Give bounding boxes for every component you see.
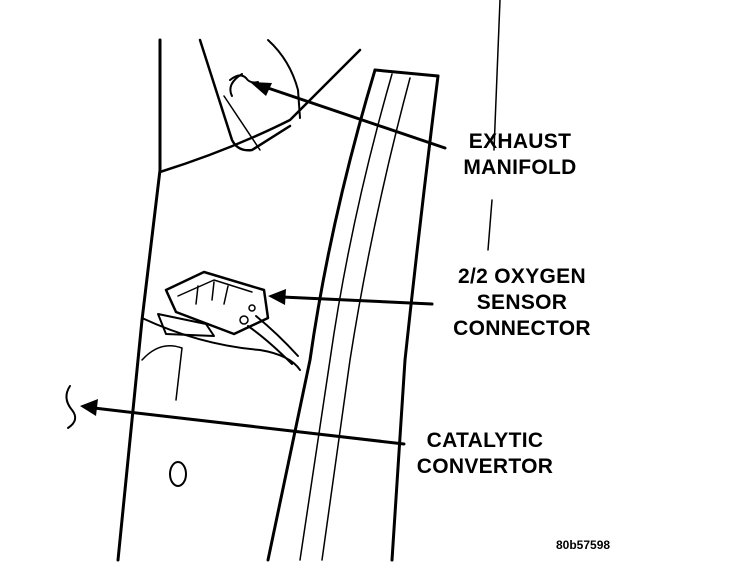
arrowhead-catalytic-convertor xyxy=(80,399,98,416)
oxygen-sensor-label-line2: SENSOR xyxy=(432,290,612,316)
arrowhead-exhaust-manifold xyxy=(250,82,272,96)
arrow-oxygen-sensor xyxy=(282,297,432,304)
figure-id: 80b57598 xyxy=(556,538,610,552)
arrow-catalytic-convertor xyxy=(94,408,404,444)
exhaust-manifold-label: EXHAUST MANIFOLD xyxy=(440,129,600,181)
oxygen-sensor-connector xyxy=(158,272,298,364)
break-mark-catalytic xyxy=(66,386,75,428)
arrow-exhaust-manifold xyxy=(262,86,445,148)
catalytic-convertor-label-line1: CATALYTIC xyxy=(400,428,570,454)
exhaust-manifold-label-line2: MANIFOLD xyxy=(440,155,600,181)
oxygen-sensor-connector-label: 2/2 OXYGEN SENSOR CONNECTOR xyxy=(432,264,612,342)
arrowhead-oxygen-sensor xyxy=(268,289,286,305)
oxygen-sensor-label-line3: CONNECTOR xyxy=(432,316,612,342)
catalytic-convertor-label-line2: CONVERTOR xyxy=(400,454,570,480)
catalytic-convertor-label: CATALYTIC CONVERTOR xyxy=(400,428,570,480)
oxygen-sensor-label-line1: 2/2 OXYGEN xyxy=(432,264,612,290)
exhaust-manifold-label-line1: EXHAUST xyxy=(440,129,600,155)
